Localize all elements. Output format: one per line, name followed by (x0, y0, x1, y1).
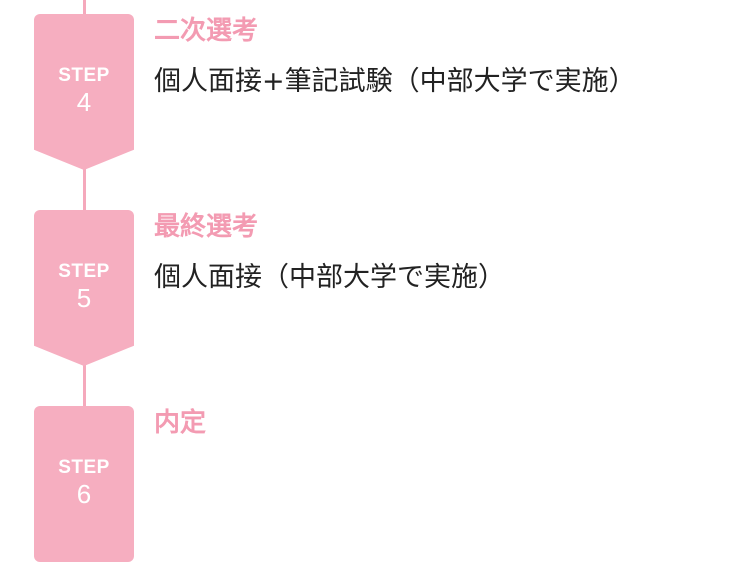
step-title: 内定 (154, 408, 207, 438)
step-badge-4: STEP 4 (34, 14, 134, 170)
step-badge-number: 6 (76, 479, 92, 509)
step-description: 個人面接（中部大学で実施） (154, 262, 505, 293)
timeline-connector-4-5 (83, 160, 86, 216)
step-badge-number: 5 (76, 283, 92, 313)
step-badge-5: STEP 5 (34, 210, 134, 366)
step-badge-number: 4 (76, 87, 92, 117)
step-badge-6: STEP 6 (34, 406, 134, 562)
step-description: 個人面接+筆記試験（中部大学で実施） (154, 66, 636, 97)
timeline-connector-5-6 (83, 356, 86, 412)
timeline-connector-top (83, 0, 86, 16)
step-badge-label: STEP (58, 261, 110, 282)
step-title: 最終選考 (154, 212, 259, 242)
step-badge-label: STEP (58, 65, 110, 86)
step-title: 二次選考 (154, 16, 259, 46)
step-badge-label: STEP (58, 457, 110, 478)
